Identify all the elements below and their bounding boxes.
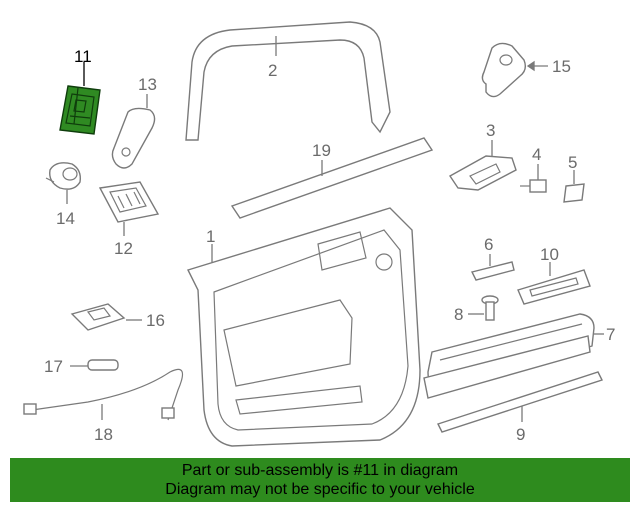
- part-18-harness: [23, 368, 184, 421]
- callout-1: 1: [206, 227, 215, 246]
- part-19-molding: [230, 137, 434, 219]
- banner-line-1: Part or sub-assembly is #11 in diagram: [181, 462, 459, 479]
- part-5-cap: [563, 183, 585, 203]
- banner-line-2: Diagram may not be specific to your vehi…: [165, 481, 475, 498]
- callout-18: 18: [94, 425, 113, 444]
- callout-14: 14: [56, 209, 75, 228]
- part-14-start: [45, 162, 82, 190]
- callout-3: 3: [486, 121, 495, 140]
- callout-12: 12: [114, 239, 133, 258]
- part-2-weatherstrip: [185, 21, 391, 141]
- part-1-door-panel: [187, 207, 421, 447]
- callout-15: 15: [552, 57, 571, 76]
- callout-4: 4: [532, 145, 541, 164]
- part-10-bezel: [517, 269, 591, 305]
- callout-7: 7: [606, 325, 615, 344]
- part-7-armrest: [423, 313, 595, 399]
- callout-10: 10: [540, 245, 559, 264]
- part-8-pin: [481, 295, 499, 321]
- callout-11: 11: [74, 47, 92, 66]
- part-4-screw: [520, 179, 547, 193]
- part-15-connector: [481, 42, 527, 98]
- callout-19: 19: [312, 141, 331, 160]
- part-11-switch[interactable]: [59, 85, 101, 135]
- part-17-bulb: [87, 359, 119, 371]
- info-banner: Part or sub-assembly is #11 in diagram D…: [10, 458, 630, 502]
- callout-13: 13: [138, 75, 157, 94]
- callout-9: 9: [516, 425, 525, 444]
- part-16-module: [70, 303, 126, 331]
- callout-6: 6: [484, 235, 493, 254]
- part-6-clip: [470, 261, 515, 281]
- part-3-handle: [448, 155, 517, 191]
- callout-2: 2: [268, 61, 277, 80]
- callout-8: 8: [454, 305, 463, 324]
- callout-17: 17: [44, 357, 63, 376]
- callout-16: 16: [146, 311, 165, 330]
- parts-diagram: 11 13 14 12 2 15 19: [23, 21, 615, 447]
- callout-5: 5: [568, 153, 577, 172]
- part-13-fob: [111, 107, 156, 169]
- part-12-window-switch: [98, 181, 160, 223]
- part-9-lower-molding: [437, 371, 603, 433]
